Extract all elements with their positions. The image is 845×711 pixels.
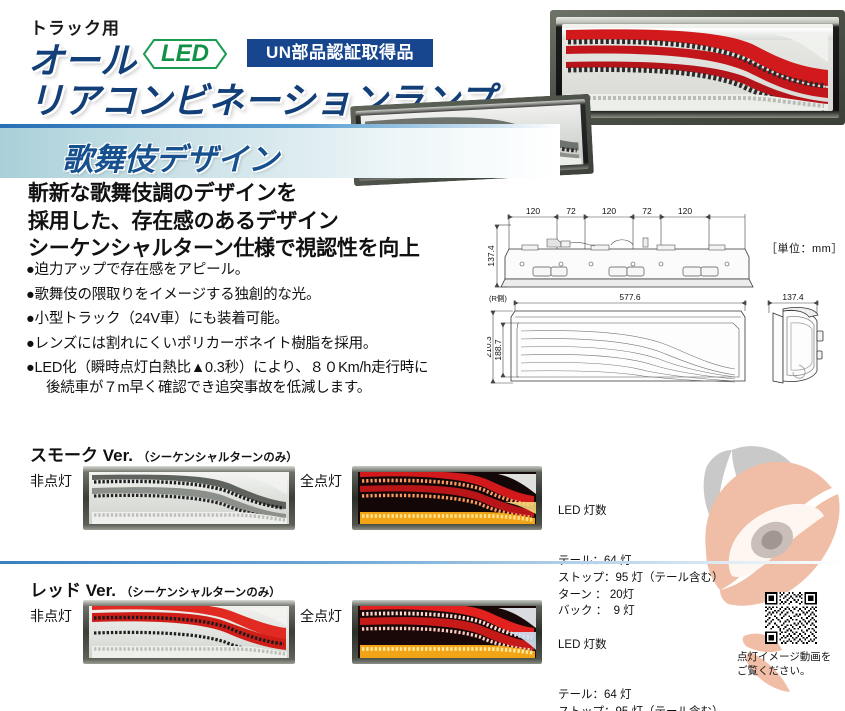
led-counts-smoke: LED 灯数 テール：64 灯 ストップ：95 灯（テール含む） ターン ： 2… bbox=[558, 470, 724, 653]
tech-dim-120-a: 120 bbox=[526, 206, 540, 216]
qr-code[interactable] bbox=[765, 592, 817, 644]
version-title-smoke: スモーク Ver. （シーケンシャルターンのみ） bbox=[30, 441, 298, 466]
tech-dim-120-b: 120 bbox=[602, 206, 616, 216]
tech-dim-72-b: 72 bbox=[642, 206, 652, 216]
led-badge: LED bbox=[142, 38, 228, 70]
kabuki-design-banner bbox=[0, 128, 560, 178]
version-note: （シーケンシャルターンのみ） bbox=[120, 587, 281, 599]
tech-dim-137-4-side: 137.4 bbox=[782, 292, 804, 302]
list-item: ●LED化（瞬時点灯白熱比▲0.3秒）により、８０Km/h走行時に 後続車が７m… bbox=[26, 361, 496, 395]
lamp-image-smoke-lit bbox=[352, 466, 542, 530]
qr-caption: 点灯イメージ動画を ご覧ください。 bbox=[737, 651, 832, 678]
led-counts-values: テール：64 灯 ストップ：95 灯（テール含む） ターン ： 20灯 バック … bbox=[558, 555, 724, 618]
tech-dim-137-4-top: 137.4 bbox=[487, 245, 496, 267]
bullet-text: ●LED化（瞬時点灯白熱比▲0.3秒）により、８０Km/h走行時に bbox=[26, 360, 429, 376]
bullet-text: ●小型トラック（24V車）にも装着可能。 bbox=[26, 311, 289, 327]
led-counts-red: LED 灯数 テール：64 灯 ストップ：95 灯（テール含む） ターン ： 2… bbox=[558, 604, 724, 711]
version-name: スモーク Ver. bbox=[30, 446, 133, 465]
tech-dim-120-c: 120 bbox=[678, 206, 692, 216]
label-unlit-smoke: 非点灯 bbox=[30, 473, 72, 489]
label-lit-red: 全点灯 bbox=[300, 608, 342, 624]
version-name: レッド Ver. bbox=[30, 581, 116, 600]
led-badge-label: LED bbox=[161, 40, 209, 67]
bullet-text: ●迫力アップで存在感をアピール。 bbox=[26, 262, 250, 278]
tech-dim-188-7: 188.7 bbox=[493, 339, 503, 361]
un-certification-badge: UN部品認証取得品 bbox=[247, 39, 433, 67]
version-title-red: レッド Ver. （シーケンシャルターンのみ） bbox=[30, 576, 281, 601]
list-item: ●小型トラック（24V車）にも装着可能。 bbox=[26, 312, 496, 327]
lamp-image-red-lit bbox=[352, 600, 542, 664]
led-counts-title: LED 灯数 bbox=[558, 639, 607, 652]
product-photo-red-lamp bbox=[550, 10, 845, 125]
version-note: （シーケンシャルターンのみ） bbox=[137, 452, 298, 464]
tech-unit-note: ［単位：mm］ bbox=[766, 243, 843, 255]
header-eyebrow: トラック用 bbox=[30, 19, 120, 38]
tech-dim-210-3: 210.3 bbox=[487, 336, 493, 358]
lead-line-2: 採用した、存在感のあるデザイン bbox=[28, 209, 339, 233]
lamp-image-red-unlit bbox=[83, 600, 295, 664]
section-divider bbox=[0, 561, 845, 564]
label-lit-smoke: 全点灯 bbox=[300, 473, 342, 489]
list-item: ●レンズには割れにくいポリカーボネイト樹脂を採用。 bbox=[26, 335, 496, 352]
lead-copy: 斬新な歌舞伎調のデザインを 採用した、存在感のあるデザイン シーケンシャルターン… bbox=[28, 180, 498, 263]
header-title-line1: オール bbox=[28, 40, 137, 81]
label-unlit-red: 非点灯 bbox=[30, 608, 72, 624]
tech-side-label: (R側) bbox=[489, 293, 507, 303]
bullet-text-continued: 後続車が７m早く確認でき追突事故を低減します。 bbox=[46, 379, 372, 396]
tech-dim-72-a: 72 bbox=[566, 206, 576, 216]
list-item: ●迫力アップで存在感をアピール。 bbox=[26, 263, 496, 278]
tech-dim-577-6: 577.6 bbox=[619, 292, 641, 302]
list-item: ●歌舞伎の隈取りをイメージする独創的な光。 bbox=[26, 286, 496, 303]
led-counts-values: テール：64 灯 ストップ：95 灯（テール含む） ターン ： 20灯 バック … bbox=[558, 689, 724, 711]
feature-bullet-list: ●迫力アップで存在感をアピール。 ●歌舞伎の隈取りをイメージする独創的な光。 ●… bbox=[26, 263, 496, 405]
banner-label: 歌舞伎デザイン bbox=[62, 142, 279, 177]
lamp-image-smoke-unlit bbox=[83, 466, 295, 530]
banner-top-rule bbox=[0, 124, 560, 129]
bullet-text: ●レンズには割れにくいポリカーボネイト樹脂を採用。 bbox=[26, 335, 378, 352]
lead-line-1: 斬新な歌舞伎調のデザインを bbox=[28, 182, 298, 205]
technical-drawings: 120 72 120 72 120 bbox=[487, 205, 839, 385]
bullet-text: ●歌舞伎の隈取りをイメージする独創的な光。 bbox=[26, 286, 321, 303]
lead-line-3: シーケンシャルターン仕様で視認性を向上 bbox=[28, 237, 420, 261]
led-counts-title: LED 灯数 bbox=[558, 505, 607, 518]
